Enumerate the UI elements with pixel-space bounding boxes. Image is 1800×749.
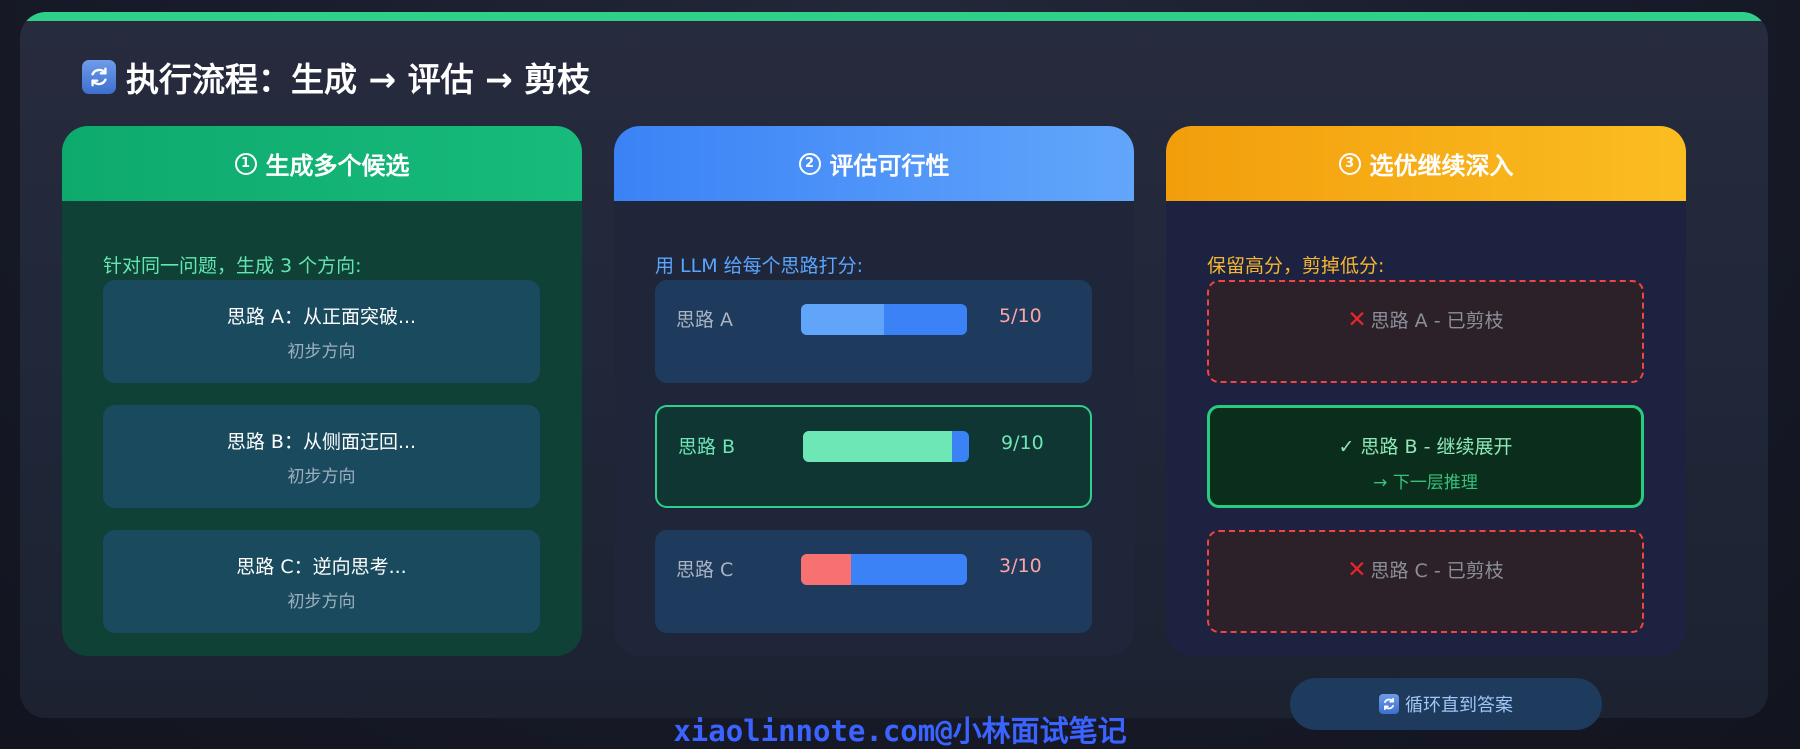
step-number-icon: 3	[1338, 152, 1361, 175]
candidate-sub: 初步方向	[287, 341, 356, 362]
step-number-icon: 1	[234, 152, 257, 175]
card-generate: 1 生成多个候选 针对同一问题，生成 3 个方向: 思路 A：从正面突破... …	[62, 126, 582, 656]
score-bar	[801, 304, 967, 335]
loop-button[interactable]: 循环直到答案	[1290, 678, 1602, 730]
pruned-item-c: ✕ 思路 C - 已剪枝	[1207, 530, 1644, 633]
step-number-icon: 2	[798, 152, 821, 175]
accent-bar	[20, 12, 1768, 21]
pruned-item-a: ✕ 思路 A - 已剪枝	[1207, 280, 1644, 383]
kept-item-b: ✓ 思路 B - 继续展开 → 下一层推理	[1207, 405, 1644, 508]
pruned-label: 思路 A - 已剪枝	[1370, 310, 1504, 332]
candidate-title: 思路 A：从正面突破...	[226, 305, 417, 328]
x-icon: ✕	[1347, 556, 1367, 583]
candidate-sub: 初步方向	[287, 466, 356, 487]
card-subtitle: 保留高分，剪掉低分:	[1207, 255, 1385, 277]
candidate-item-b: 思路 B：从侧面迂回... 初步方向	[103, 405, 540, 508]
card-subtitle: 针对同一问题，生成 3 个方向:	[103, 255, 362, 277]
score-item-name: 思路 A	[676, 309, 734, 331]
candidate-title: 思路 C：逆向思考...	[236, 555, 407, 578]
page-title: 执行流程：生成 → 评估 → 剪枝	[82, 52, 590, 102]
score-item-name: 思路 B	[678, 436, 736, 458]
kept-label: ✓ 思路 B - 继续展开	[1338, 436, 1513, 458]
candidate-item-c: 思路 C：逆向思考... 初步方向	[103, 530, 540, 633]
score-item-a: 思路 A 5/10	[655, 280, 1092, 383]
candidate-item-a: 思路 A：从正面突破... 初步方向	[103, 280, 540, 383]
kept-sub: → 下一层推理	[1373, 473, 1478, 493]
score-value: 3/10	[999, 555, 1042, 577]
score-bar	[801, 554, 967, 585]
score-item-name: 思路 C	[676, 559, 734, 581]
x-icon: ✕	[1347, 306, 1367, 333]
card-header: 2 评估可行性	[614, 126, 1134, 201]
card-header: 3 选优继续深入	[1166, 126, 1686, 201]
candidate-title: 思路 B：从侧面迂回...	[226, 430, 417, 453]
score-bar-fill	[801, 554, 851, 585]
card-header-text: 评估可行性	[829, 152, 950, 180]
refresh-icon	[82, 60, 116, 94]
pruned-label: 思路 C - 已剪枝	[1370, 560, 1504, 582]
score-item-c: 思路 C 3/10	[655, 530, 1092, 633]
page-title-text: 执行流程：生成 → 评估 → 剪枝	[126, 60, 591, 99]
score-value: 9/10	[1001, 432, 1044, 454]
card-header-text: 生成多个候选	[265, 152, 410, 180]
score-value: 5/10	[999, 305, 1042, 327]
loop-button-label: 循环直到答案	[1405, 695, 1513, 716]
score-bar-fill	[801, 304, 884, 335]
card-select: 3 选优继续深入 保留高分，剪掉低分: ✕ 思路 A - 已剪枝 ✓ 思路 B …	[1166, 126, 1686, 656]
score-bar-fill	[803, 431, 953, 462]
candidate-sub: 初步方向	[287, 591, 356, 612]
score-bar	[803, 431, 969, 462]
card-header: 1 生成多个候选	[62, 126, 582, 201]
card-header-text: 选优继续深入	[1369, 152, 1514, 180]
refresh-icon	[1379, 694, 1399, 714]
card-evaluate: 2 评估可行性 用 LLM 给每个思路打分: 思路 A 5/10 思路 B 9/…	[614, 126, 1134, 656]
watermark: xiaolinnote.com@小林面试笔记	[673, 714, 1127, 748]
card-subtitle: 用 LLM 给每个思路打分:	[655, 255, 864, 277]
score-item-b: 思路 B 9/10	[655, 405, 1092, 508]
